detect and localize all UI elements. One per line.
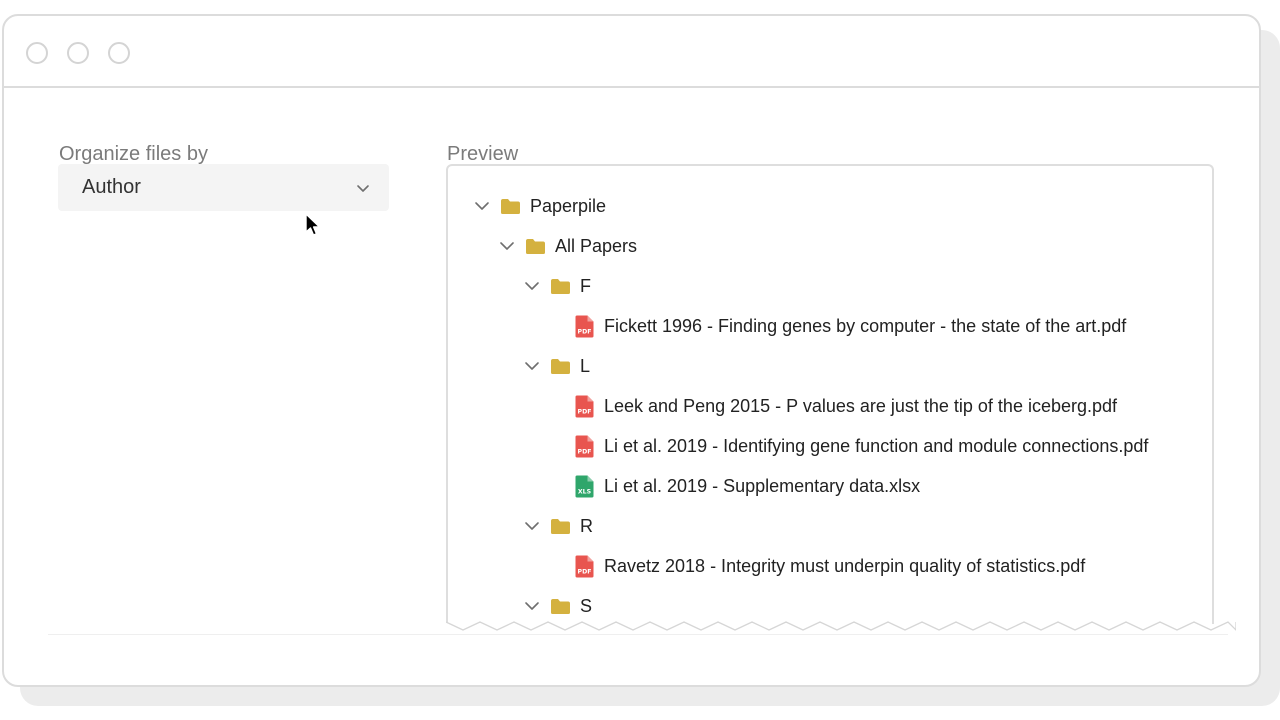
chevron-down-icon[interactable] — [524, 598, 540, 614]
spreadsheet-file-icon: XLS — [575, 475, 594, 497]
chevron-down-icon — [357, 185, 369, 192]
torn-edge-decoration — [446, 621, 1236, 639]
chevron-down-icon[interactable] — [499, 238, 515, 254]
svg-text:PDF: PDF — [578, 448, 592, 455]
tree-item-label: S — [580, 595, 593, 616]
chevron-down-icon[interactable] — [524, 358, 540, 374]
tree-item-label: Fickett 1996 - Finding genes by computer… — [604, 315, 1127, 336]
svg-text:XLS: XLS — [578, 488, 591, 495]
pdf-file-icon: PDF — [575, 315, 594, 337]
chevron-down-icon[interactable] — [474, 198, 490, 214]
chevron-down-icon[interactable] — [524, 278, 540, 294]
svg-text:PDF: PDF — [578, 568, 592, 575]
tree-folder-row[interactable]: S — [524, 586, 592, 624]
folder-icon — [551, 278, 570, 294]
tree-item-label: L — [580, 355, 591, 376]
tree-folder-row[interactable]: F — [524, 266, 591, 306]
pdf-file-icon: PDF — [575, 395, 594, 417]
organize-by-value: Author — [82, 176, 141, 198]
tree-folder-row[interactable]: All Papers — [499, 226, 637, 266]
tree-folder-row[interactable]: R — [524, 506, 593, 546]
svg-text:PDF: PDF — [578, 408, 592, 415]
mouse-cursor-icon — [305, 213, 321, 236]
folder-icon — [551, 598, 570, 614]
tree-item-label: Paperpile — [530, 195, 607, 216]
tree-item-label: Ravetz 2018 - Integrity must underpin qu… — [604, 555, 1086, 576]
pdf-file-icon: PDF — [575, 555, 594, 577]
svg-text:PDF: PDF — [578, 328, 592, 335]
zoom-window-button[interactable] — [108, 42, 130, 64]
folder-icon — [551, 358, 570, 374]
tree-item-label: Li et al. 2019 - Supplementary data.xlsx — [604, 475, 921, 496]
tree-file-row[interactable]: PDF Li et al. 2019 - Identifying gene fun… — [549, 426, 1148, 466]
tree-file-row[interactable]: PDF Leek and Peng 2015 - P values are jus… — [549, 386, 1117, 426]
chevron-down-icon[interactable] — [524, 518, 540, 534]
close-window-button[interactable] — [26, 42, 48, 64]
title-bar — [4, 16, 1259, 88]
tree-item-label: F — [580, 275, 591, 296]
minimize-window-button[interactable] — [67, 42, 89, 64]
tree-folder-row[interactable]: Paperpile — [474, 186, 606, 226]
organize-by-select[interactable]: Author — [58, 164, 389, 211]
tree-item-label: Li et al. 2019 - Identifying gene functi… — [604, 435, 1149, 456]
tree-item-label: All Papers — [555, 235, 638, 256]
tree-file-row[interactable]: PDF Fickett 1996 - Finding genes by compu… — [549, 306, 1126, 346]
organize-files-label: Organize files by — [59, 143, 208, 165]
preview-label: Preview — [447, 143, 519, 165]
tree-folder-row[interactable]: L — [524, 346, 590, 386]
pdf-file-icon: PDF — [575, 435, 594, 457]
tree-file-row[interactable]: XLS Li et al. 2019 - Supplementary data.x… — [549, 466, 920, 506]
tree-item-label: Leek and Peng 2015 - P values are just t… — [604, 395, 1118, 416]
tree-item-label: R — [580, 515, 593, 536]
tree-file-row[interactable]: PDF Ravetz 2018 - Integrity must underpin… — [549, 546, 1085, 586]
folder-icon — [501, 198, 520, 214]
folder-icon — [526, 238, 545, 254]
bottom-divider — [48, 634, 1228, 635]
folder-icon — [551, 518, 570, 534]
